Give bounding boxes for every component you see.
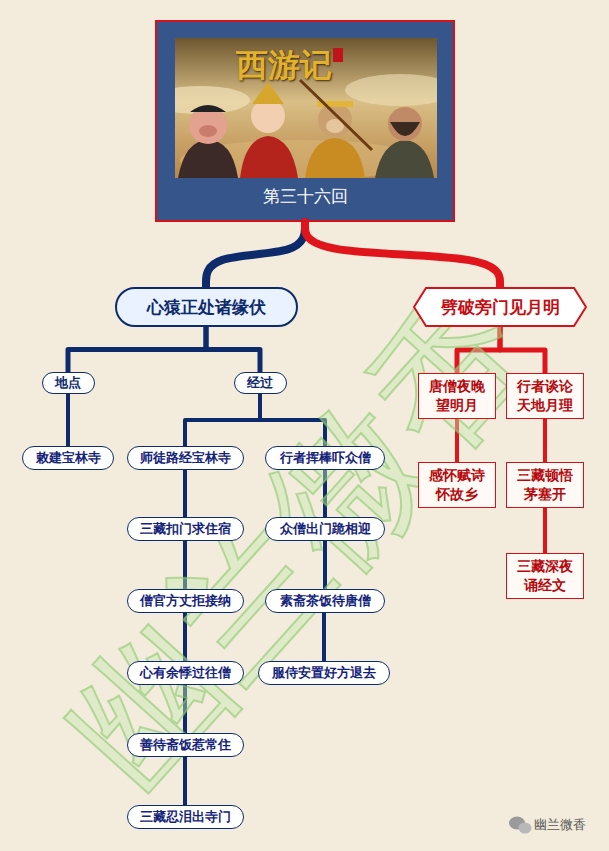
title-box: 第三十六回: [155, 20, 455, 222]
node-text: 唐僧夜晚望明月: [427, 377, 487, 415]
node-text: 三藏顿悟茅塞开: [515, 466, 575, 504]
tree-connector: [305, 222, 500, 287]
plot-step-box: 善待斋饭惹常住: [127, 733, 244, 757]
node-text: 行者谈论天地月理: [515, 377, 575, 415]
plot-step-box: 行者谈论天地月理: [506, 373, 584, 419]
tree-connector: [183, 685, 187, 733]
plot-step-box: 三藏扣门求住宿: [127, 517, 244, 541]
tree-connector: [500, 327, 545, 373]
tree-connector: [183, 541, 187, 589]
plot-step-box: 感怀赋诗怀故乡: [418, 462, 496, 508]
title-panel: [155, 20, 455, 222]
node-text: 心有余悸过往僧: [140, 664, 231, 682]
node-text: 师徒路经宝林寺: [140, 449, 231, 467]
plot-step-box: 众僧出门跪相迎: [265, 517, 385, 541]
tree-connector: [323, 541, 327, 589]
tree-connector: [260, 394, 325, 446]
tree-connector: [68, 327, 206, 372]
node-text: 众僧出门跪相迎: [280, 520, 371, 538]
plot-step-box: 三藏顿悟茅塞开: [506, 462, 584, 508]
node-text: 服侍安置好方退去: [272, 664, 376, 682]
plot-step-box: 僧官方丈拒接纳: [127, 589, 244, 613]
plot-step-box: 敕建宝林寺: [22, 446, 114, 470]
node-text: 素斋茶饭待唐僧: [280, 592, 371, 610]
node-text: 感怀赋诗怀故乡: [427, 466, 487, 504]
plot-step-box: 素斋茶饭待唐僧: [265, 589, 385, 613]
main-branch-pill: 心猿正处诸缘伏: [115, 287, 298, 327]
series-title: 西游记: [236, 44, 332, 88]
plot-step-box: 行者挥棒吓众僧: [265, 446, 385, 470]
node-text: 心猿正处诸缘伏: [147, 296, 266, 319]
node-text: 第三十六回: [263, 185, 348, 208]
node-text: 敕建宝林寺: [36, 449, 101, 467]
tree-connector: [183, 757, 187, 805]
tree-connector: [543, 419, 547, 462]
plot-step-box: 三藏深夜诵经文: [506, 553, 584, 599]
node-text: 三藏深夜诵经文: [515, 557, 575, 595]
tree-connector: [183, 613, 187, 661]
tree-connector: [322, 613, 326, 661]
node-text: 僧官方丈拒接纳: [140, 592, 231, 610]
plot-step-box: 师徒路经宝林寺: [127, 446, 244, 470]
tree-connector: [543, 508, 547, 553]
node-text: 劈破旁门见月明: [441, 296, 560, 319]
journey-west-illustration: [175, 38, 437, 178]
tree-connector: [457, 327, 500, 373]
category-tag: 经过: [234, 372, 287, 394]
category-tag: 地点: [42, 372, 95, 394]
wechat-icon: [509, 817, 532, 834]
tree-connector: [66, 394, 70, 446]
node-text: 地点: [55, 374, 81, 392]
node-text: 经过: [247, 374, 273, 392]
plot-step-box: 服侍安置好方退去: [258, 661, 390, 685]
node-text: 行者挥棒吓众僧: [280, 449, 371, 467]
tree-connector: [206, 327, 260, 372]
account-name: 幽兰微香: [534, 816, 586, 834]
main-branch-hexagon: 劈破旁门见月明: [413, 287, 587, 327]
plot-step-box: 心有余悸过往僧: [127, 661, 244, 685]
plot-step-box: 三藏忍泪出寺门: [127, 805, 244, 829]
node-text: 三藏扣门求住宿: [140, 520, 231, 538]
plot-step-box: 唐僧夜晚望明月: [418, 373, 496, 419]
node-text: 善待斋饭惹常住: [140, 736, 231, 754]
tree-connector: [206, 222, 305, 287]
node-text: 三藏忍泪出寺门: [140, 808, 231, 826]
tree-connector: [185, 394, 260, 446]
tree-connector: [455, 419, 459, 462]
tree-connector: [323, 470, 327, 517]
tree-connector: [183, 470, 187, 517]
